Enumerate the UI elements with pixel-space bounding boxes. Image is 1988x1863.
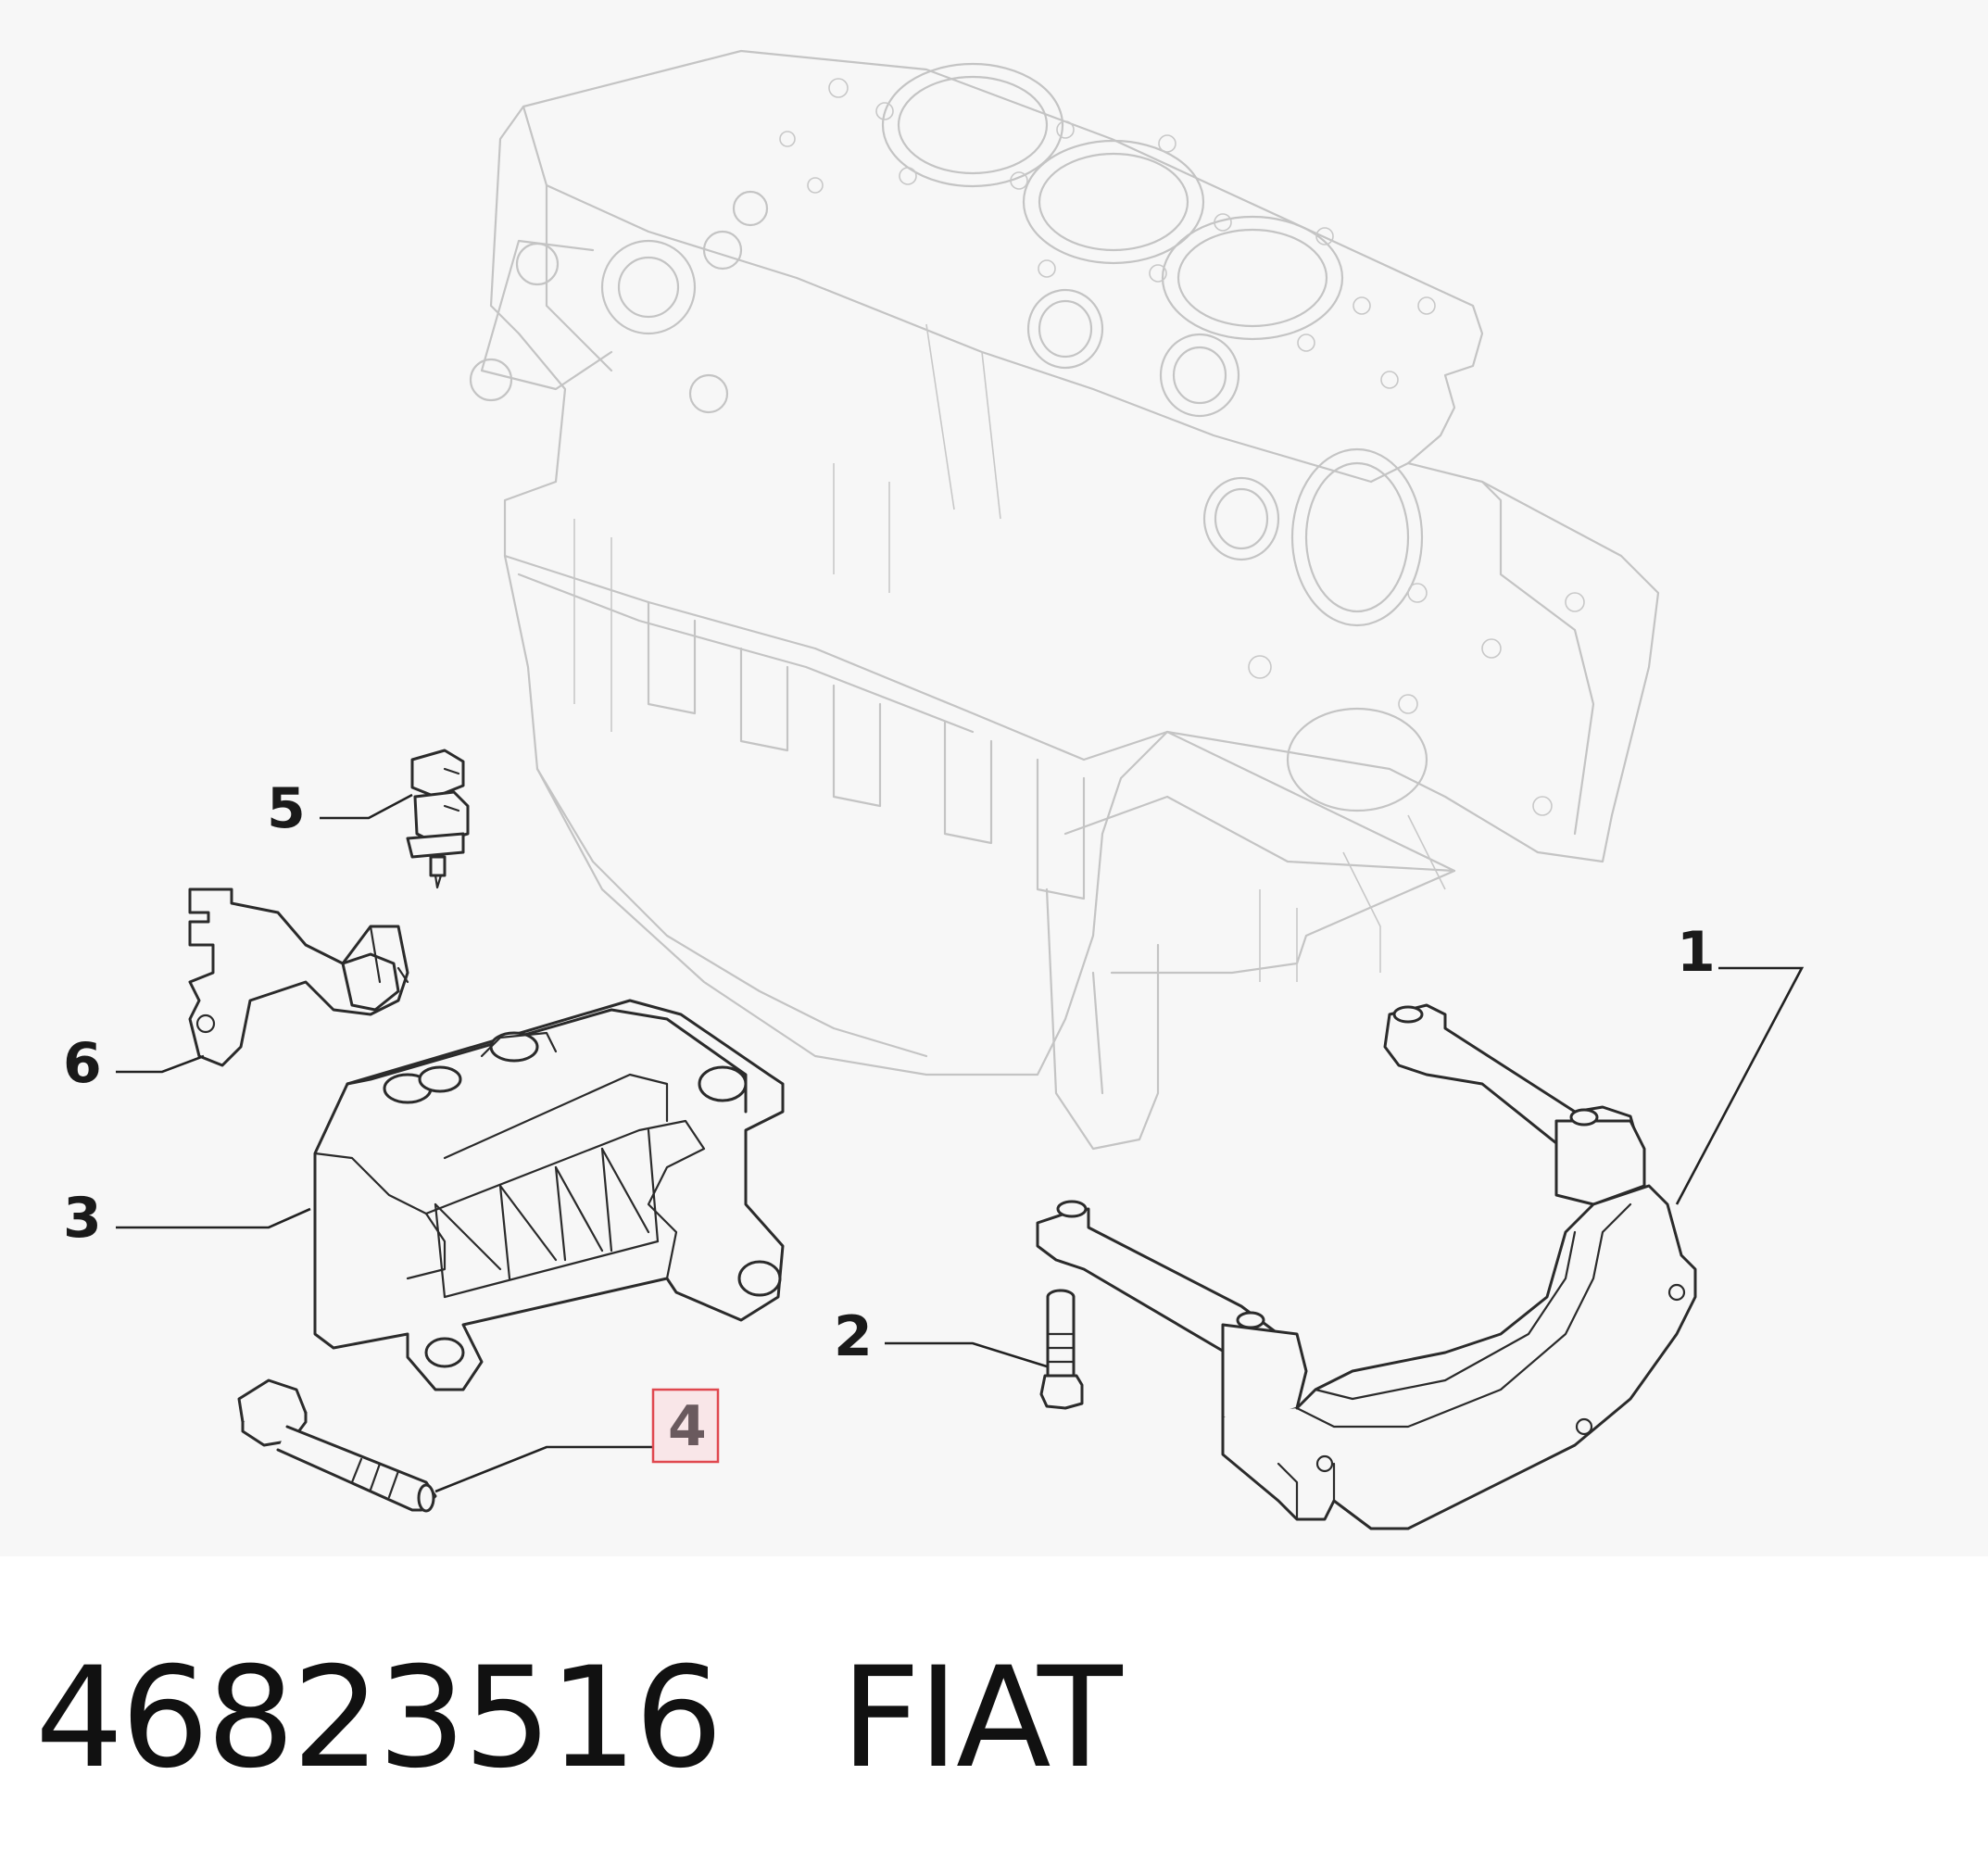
- leader-6: [116, 1054, 205, 1074]
- leader-lines: [116, 793, 1805, 1493]
- callout-3: 3: [63, 1186, 102, 1251]
- callout-4-highlight-box: [651, 1388, 720, 1464]
- callout-4: 4: [668, 1394, 707, 1459]
- part-1-support: [1036, 1003, 1697, 1530]
- footer-caption: 46823516 FIAT: [35, 1626, 1123, 1811]
- exploded-view-svg: 1 2 3 4 5 6: [63, 49, 1805, 1530]
- callout-2: 2: [834, 1304, 873, 1369]
- parts-diagram: 1 2 3 4 5 6: [63, 49, 1805, 1530]
- leader-1: [1675, 966, 1805, 1205]
- engine-block: [469, 49, 1660, 1151]
- part-5-sensor: [406, 749, 470, 889]
- callout-1: 1: [1677, 920, 1716, 985]
- brand-name: FIAT: [840, 1638, 1122, 1799]
- part-number: 46823516: [35, 1638, 723, 1799]
- leader-2: [885, 1341, 1048, 1368]
- part-4-bolt: [237, 1378, 437, 1513]
- leader-5: [320, 793, 413, 820]
- part-2-bolt: [1039, 1289, 1084, 1410]
- part-6-bracket: [188, 887, 409, 1067]
- callout-labels: 1 2 3 4 5 6: [63, 776, 1716, 1464]
- part-3-mount-bracket: [313, 999, 785, 1391]
- leader-3: [116, 1207, 311, 1229]
- callout-6: 6: [63, 1031, 102, 1096]
- callout-5: 5: [267, 776, 306, 841]
- leader-4: [434, 1445, 653, 1493]
